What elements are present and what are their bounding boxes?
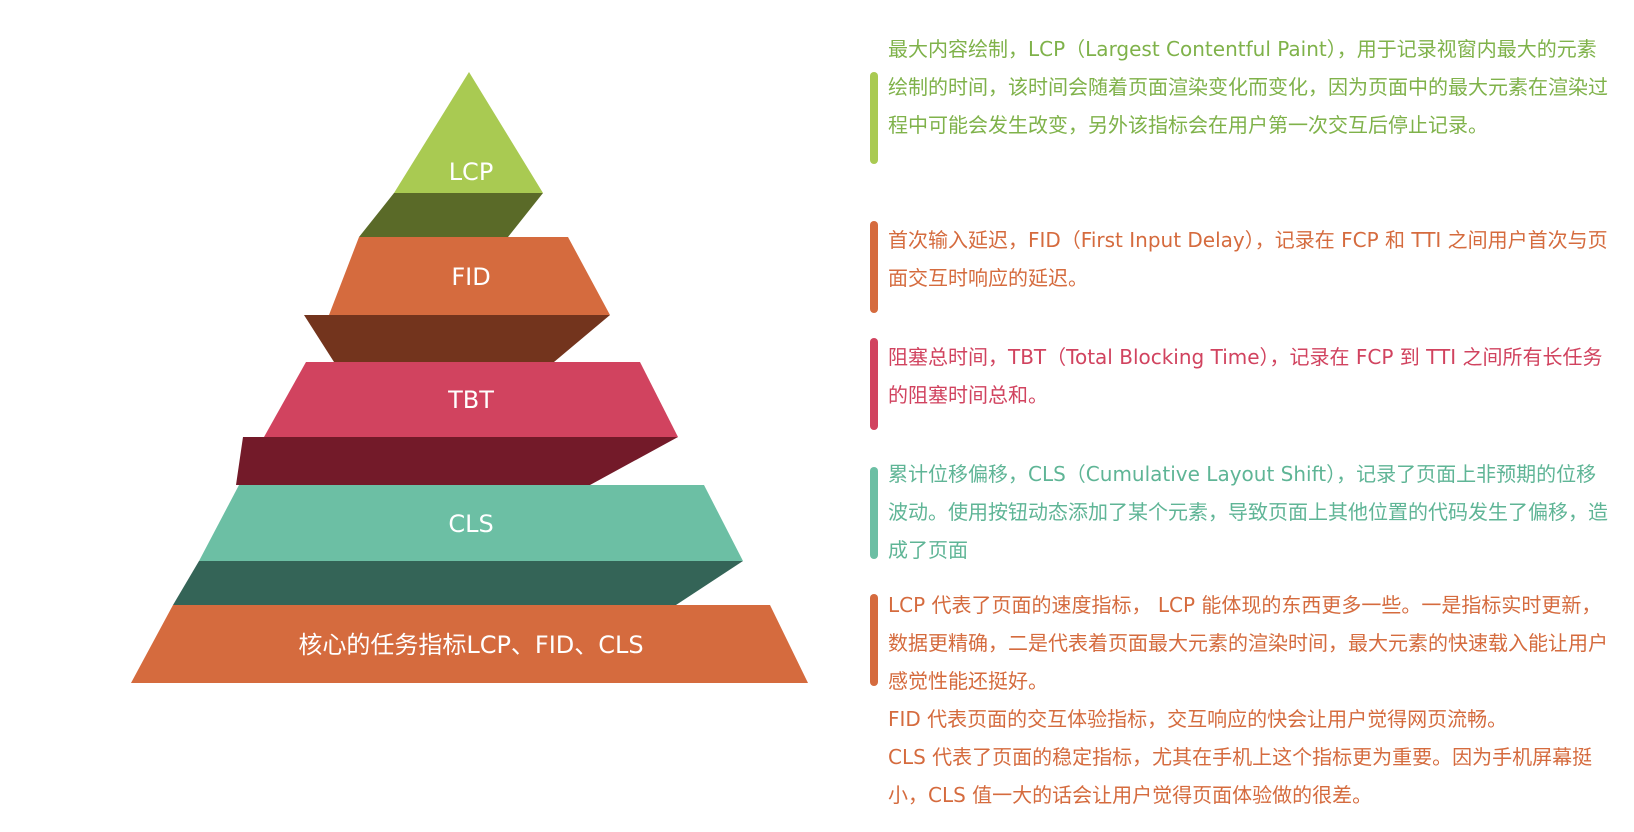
cls-description-block: 累计位移偏移，CLS（Cumulative Layout Shift），记录了页… (870, 455, 1608, 569)
tbt-layer-label: TBT (447, 386, 494, 414)
tbt-accent-bar (870, 338, 878, 430)
core-description-lcp: LCP 代表了页面的速度指标， LCP 能体现的东西更多一些。一是指标实时更新，… (888, 593, 1608, 693)
lcp-description-block: 最大内容绘制，LCP（Largest Contentful Paint），用于记… (870, 30, 1608, 164)
lcp-description: 最大内容绘制，LCP（Largest Contentful Paint），用于记… (888, 37, 1608, 137)
tbt-description: 阻塞总时间，TBT（Total Blocking Time），记录在 FCP 到… (888, 345, 1603, 407)
lcp-layer-label: LCP (449, 158, 494, 186)
tbt-layer (264, 362, 678, 437)
pyramid-diagram: LCP FID TBT CLS 核心的任务指标LCP、FID、CLS (131, 72, 808, 683)
fid-layer (329, 237, 610, 315)
cls-layer-label: CLS (448, 510, 493, 538)
tbt-shadow-band (236, 437, 678, 485)
fid-layer-label: FID (451, 263, 490, 291)
core-description-cls: CLS 代表了页面的稳定指标，尤其在手机上这个指标更为重要。因为手机屏幕挺小，C… (888, 745, 1593, 807)
fid-description: 首次输入延迟，FID（First Input Delay），记录在 FCP 和 … (888, 228, 1608, 290)
cls-shadow-band (173, 561, 743, 605)
cls-layer (199, 485, 743, 561)
fid-description-block: 首次输入延迟，FID（First Input Delay），记录在 FCP 和 … (870, 221, 1608, 313)
cls-accent-bar (870, 467, 878, 559)
core-layer (131, 605, 808, 683)
core-accent-bar (870, 594, 878, 686)
core-description-block: LCP 代表了页面的速度指标， LCP 能体现的东西更多一些。一是指标实时更新，… (870, 586, 1608, 814)
lcp-accent-bar (870, 72, 878, 164)
fid-accent-bar (870, 221, 878, 313)
tbt-description-block: 阻塞总时间，TBT（Total Blocking Time），记录在 FCP 到… (870, 338, 1608, 430)
cls-description: 累计位移偏移，CLS（Cumulative Layout Shift），记录了页… (888, 462, 1608, 562)
fid-shadow-band (304, 315, 610, 362)
lcp-shadow-band (359, 193, 543, 237)
core-description-fid: FID 代表页面的交互体验指标，交互响应的快会让用户觉得网页流畅。 (888, 707, 1508, 731)
lcp-layer (394, 72, 543, 193)
core-layer-label: 核心的任务指标LCP、FID、CLS (298, 631, 643, 659)
